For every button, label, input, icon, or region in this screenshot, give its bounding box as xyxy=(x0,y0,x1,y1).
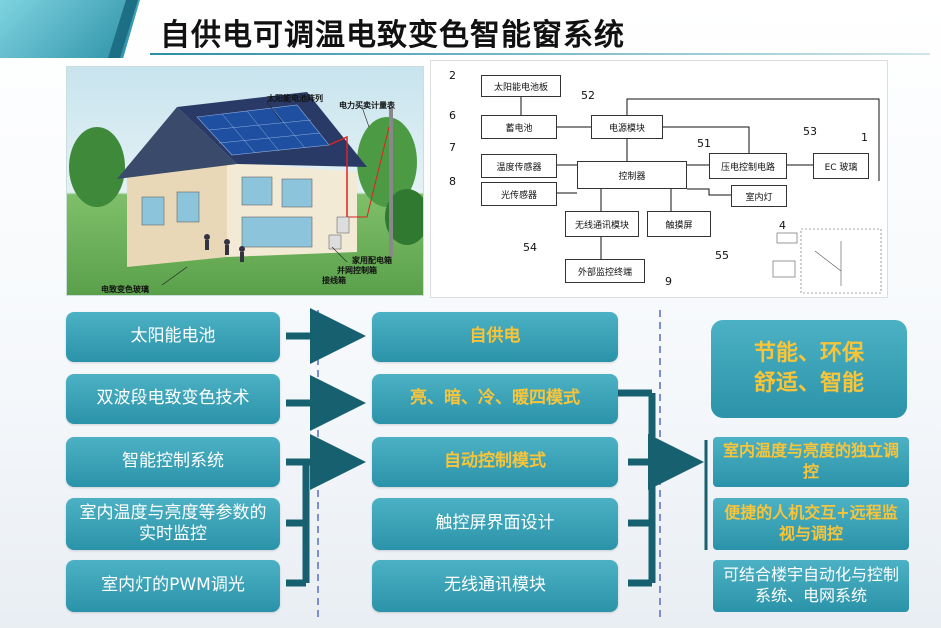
house-illustration: 太阳能电池阵列 电力买卖计量表 家用配电箱 并网控制箱 接线箱 电致变色玻璃 xyxy=(66,66,424,296)
right-box-2: 便捷的人机交互+远程监视与调控 xyxy=(713,498,909,550)
box-solar-panel: 太阳能电池板 xyxy=(481,75,561,97)
page-title: 自供电可调温电致变色智能窗系统 xyxy=(160,18,625,53)
box-controller: 控制器 xyxy=(577,161,687,189)
label-2: 2 xyxy=(449,69,456,82)
left-box-5: 室内灯的PWM调光 xyxy=(66,560,280,612)
box-piezo-ctrl: 压电控制电路 xyxy=(709,153,787,179)
label-meter: 电力买卖计量表 xyxy=(339,101,395,110)
label-grid-box: 并网控制箱 xyxy=(337,266,377,275)
benefits-line-1: 节能、环保 xyxy=(753,341,864,367)
label-8: 8 xyxy=(449,175,456,188)
box-power-module: 电源模块 xyxy=(591,115,663,139)
middle-box-4: 触控屏界面设计 xyxy=(372,498,618,550)
label-52: 52 xyxy=(581,89,595,102)
box-temp-sensor: 温度传感器 xyxy=(481,154,557,178)
label-4: 4 xyxy=(779,219,786,232)
left-box-4: 室内温度与亮度等参数的实时监控 xyxy=(66,498,280,550)
flow-connectors xyxy=(286,308,708,618)
label-ec-glass: 电致变色玻璃 xyxy=(101,285,149,294)
benefits-box: 节能、环保 舒适、智能 xyxy=(711,320,907,418)
middle-box-5: 无线通讯模块 xyxy=(372,560,618,612)
box-touch: 触摸屏 xyxy=(647,211,711,237)
box-indoor-light: 室内灯 xyxy=(731,185,787,207)
left-box-2: 双波段电致变色技术 xyxy=(66,374,280,424)
right-box-1: 室内温度与亮度的独立调控 xyxy=(713,437,909,487)
label-53: 53 xyxy=(803,125,817,138)
box-remote: 外部监控终端 xyxy=(565,259,645,283)
label-6: 6 xyxy=(449,109,456,122)
label-9: 9 xyxy=(665,275,672,288)
block-diagram: 太阳能电池板 蓄电池 电源模块 温度传感器 光传感器 控制器 压电控制电路 EC… xyxy=(430,60,888,298)
label-1: 1 xyxy=(861,131,868,144)
benefits-line-2: 舒适、智能 xyxy=(753,371,864,396)
label-55: 55 xyxy=(715,249,729,262)
middle-box-1: 自供电 xyxy=(372,312,618,362)
middle-box-2: 亮、暗、冷、暖四模式 xyxy=(372,374,618,424)
label-junction: 接线箱 xyxy=(322,276,346,285)
label-51: 51 xyxy=(697,137,711,150)
box-ec-glass: EC 玻璃 xyxy=(813,153,869,179)
right-box-3: 可结合楼宇自动化与控制系统、电网系统 xyxy=(713,560,909,612)
label-solar-array: 太阳能电池阵列 xyxy=(267,94,323,103)
box-wireless: 无线通讯模块 xyxy=(565,211,639,237)
label-54: 54 xyxy=(523,241,537,254)
middle-box-3: 自动控制模式 xyxy=(372,437,618,487)
title-underline xyxy=(150,53,930,55)
left-box-3: 智能控制系统 xyxy=(66,437,280,487)
box-light-sensor: 光传感器 xyxy=(481,182,557,206)
left-box-1: 太阳能电池 xyxy=(66,312,280,362)
label-distribution: 家用配电箱 xyxy=(352,256,392,265)
label-7: 7 xyxy=(449,141,456,154)
box-battery: 蓄电池 xyxy=(481,115,557,139)
